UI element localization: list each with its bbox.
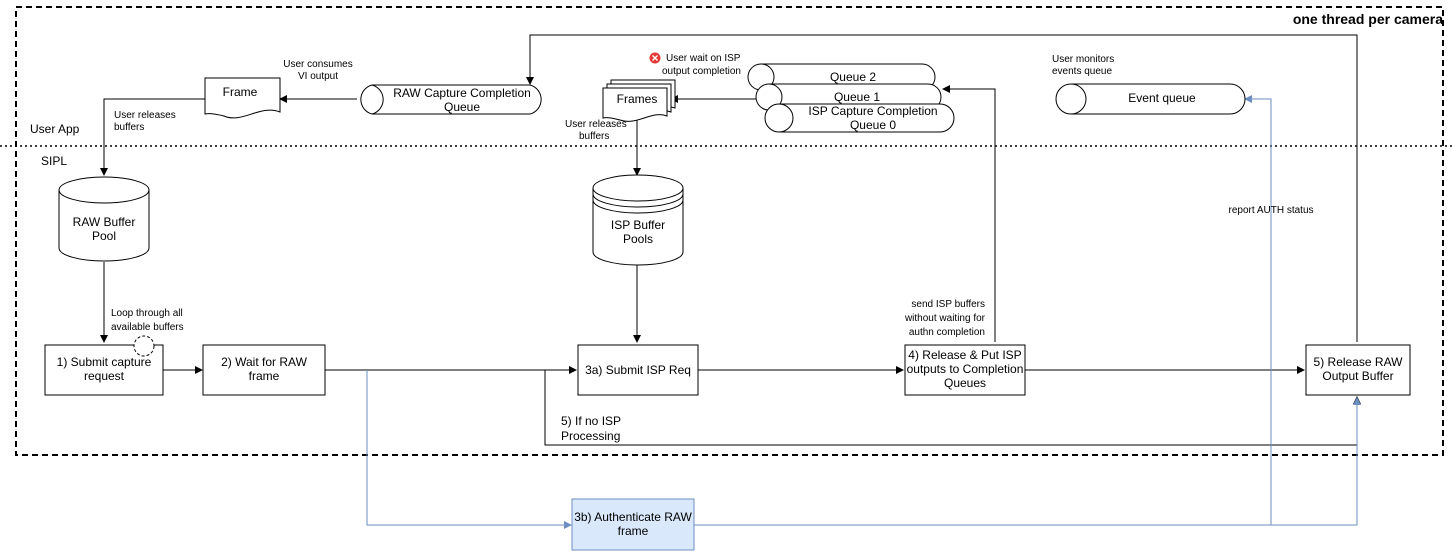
- event-queue-label: Event queue: [1128, 91, 1196, 105]
- isp-queue0-line1: ISP Capture Completion: [808, 104, 937, 118]
- step2-line1: 2) Wait for RAW: [221, 355, 307, 369]
- diagram-title: one thread per camera: [1293, 11, 1443, 27]
- note-no-isp-line1: 5) If no ISP: [561, 414, 621, 428]
- step2-wait-raw: 2) Wait for RAW frame: [202, 344, 326, 396]
- note-send-isp-line2: without waiting for: [904, 313, 986, 324]
- region-user-app: User App: [30, 122, 80, 136]
- raw-buffer-pool: RAW Buffer Pool: [58, 176, 150, 262]
- note-report-auth: report AUTH status: [1228, 205, 1313, 216]
- step3b-line2: frame: [618, 524, 649, 538]
- step4-line1: 4) Release & Put ISP: [908, 348, 1021, 362]
- note-consumes-line1: User consumes: [283, 59, 352, 70]
- note-send-isp-line3: authn completion: [909, 327, 985, 338]
- event-queue: Event queue: [1055, 83, 1246, 115]
- note-consumes-line2: VI output: [298, 71, 338, 82]
- step1-line2: request: [84, 369, 125, 383]
- raw-pool-line2: Pool: [92, 229, 116, 243]
- edge-release-to-raw-queue: [526, 34, 1358, 342]
- note-wait-isp-line2: output completion: [662, 66, 741, 77]
- isp-pool-line2: Pools: [623, 232, 653, 246]
- note-releases-isp-line1: User releases: [565, 119, 627, 130]
- note-releases-isp-line2: buffers: [579, 131, 609, 142]
- raw-capture-queue: RAW Capture Completion Queue: [360, 84, 542, 115]
- step4-release-put-isp: 4) Release & Put ISP outputs to Completi…: [904, 344, 1026, 396]
- step4-line3: Queues: [944, 376, 986, 390]
- note-releases-raw-line2: buffers: [114, 122, 144, 133]
- step5-release-raw: 5) Release RAW Output Buffer: [1305, 344, 1411, 396]
- step5-line1: 5) Release RAW: [1314, 355, 1404, 369]
- step3b-authenticate: 3b) Authenticate RAW frame: [571, 498, 695, 551]
- note-no-isp-line2: Processing: [561, 429, 620, 443]
- loop-icon: [133, 335, 155, 357]
- step4-line2: outputs to Completion: [907, 362, 1024, 376]
- edge-step2-to-auth: [366, 370, 572, 529]
- region-sipl: SIPL: [41, 154, 67, 168]
- step1-line1: 1) Submit capture: [57, 355, 152, 369]
- step3a-label: 3a) Submit ISP Req: [585, 363, 691, 377]
- isp-pool-line1: ISP Buffer: [611, 218, 665, 232]
- note-monitors-line2: events queue: [1052, 66, 1112, 77]
- edge-auth-to-event-queue: [1244, 95, 1272, 525]
- thread-boundary: [15, 6, 1444, 456]
- raw-queue-line1: RAW Capture Completion: [393, 86, 531, 100]
- error-icon: [649, 52, 661, 64]
- note-monitors-line1: User monitors: [1052, 54, 1114, 65]
- note-loop-line1: Loop through all: [111, 308, 183, 319]
- raw-pool-line1: RAW Buffer: [73, 215, 136, 229]
- isp-capture-queue-0: ISP Capture Completion Queue 0: [764, 103, 955, 133]
- step3a-submit-isp: 3a) Submit ISP Req: [577, 344, 699, 396]
- frame-label: Frame: [223, 85, 258, 99]
- frames-document-stack: Frames: [602, 79, 676, 122]
- isp-buffer-pools: ISP Buffer Pools: [592, 174, 684, 266]
- frames-label: Frames: [617, 92, 658, 106]
- step2-line2: frame: [249, 369, 280, 383]
- step3b-line1: 3b) Authenticate RAW: [574, 510, 692, 524]
- note-releases-raw-line1: User releases: [114, 110, 176, 121]
- step5-line2: Output Buffer: [1322, 369, 1393, 383]
- isp-queue0-line2: Queue 0: [850, 118, 896, 132]
- edge-frame-to-raw-pool: [100, 98, 205, 176]
- step1-submit-capture: 1) Submit capture request: [44, 344, 164, 396]
- edge-step4-to-isp-queues: [942, 85, 996, 342]
- frame-document: Frame: [204, 77, 281, 119]
- queue1-label: Queue 1: [834, 90, 880, 104]
- note-wait-isp-line1: User wait on ISP: [666, 53, 741, 64]
- note-send-isp-line1: send ISP buffers: [911, 299, 985, 310]
- note-loop-line2: available buffers: [111, 322, 184, 333]
- edge-auth-to-step5: [694, 397, 1361, 526]
- raw-queue-line2: Queue: [444, 100, 480, 114]
- queue2-label: Queue 2: [830, 70, 876, 84]
